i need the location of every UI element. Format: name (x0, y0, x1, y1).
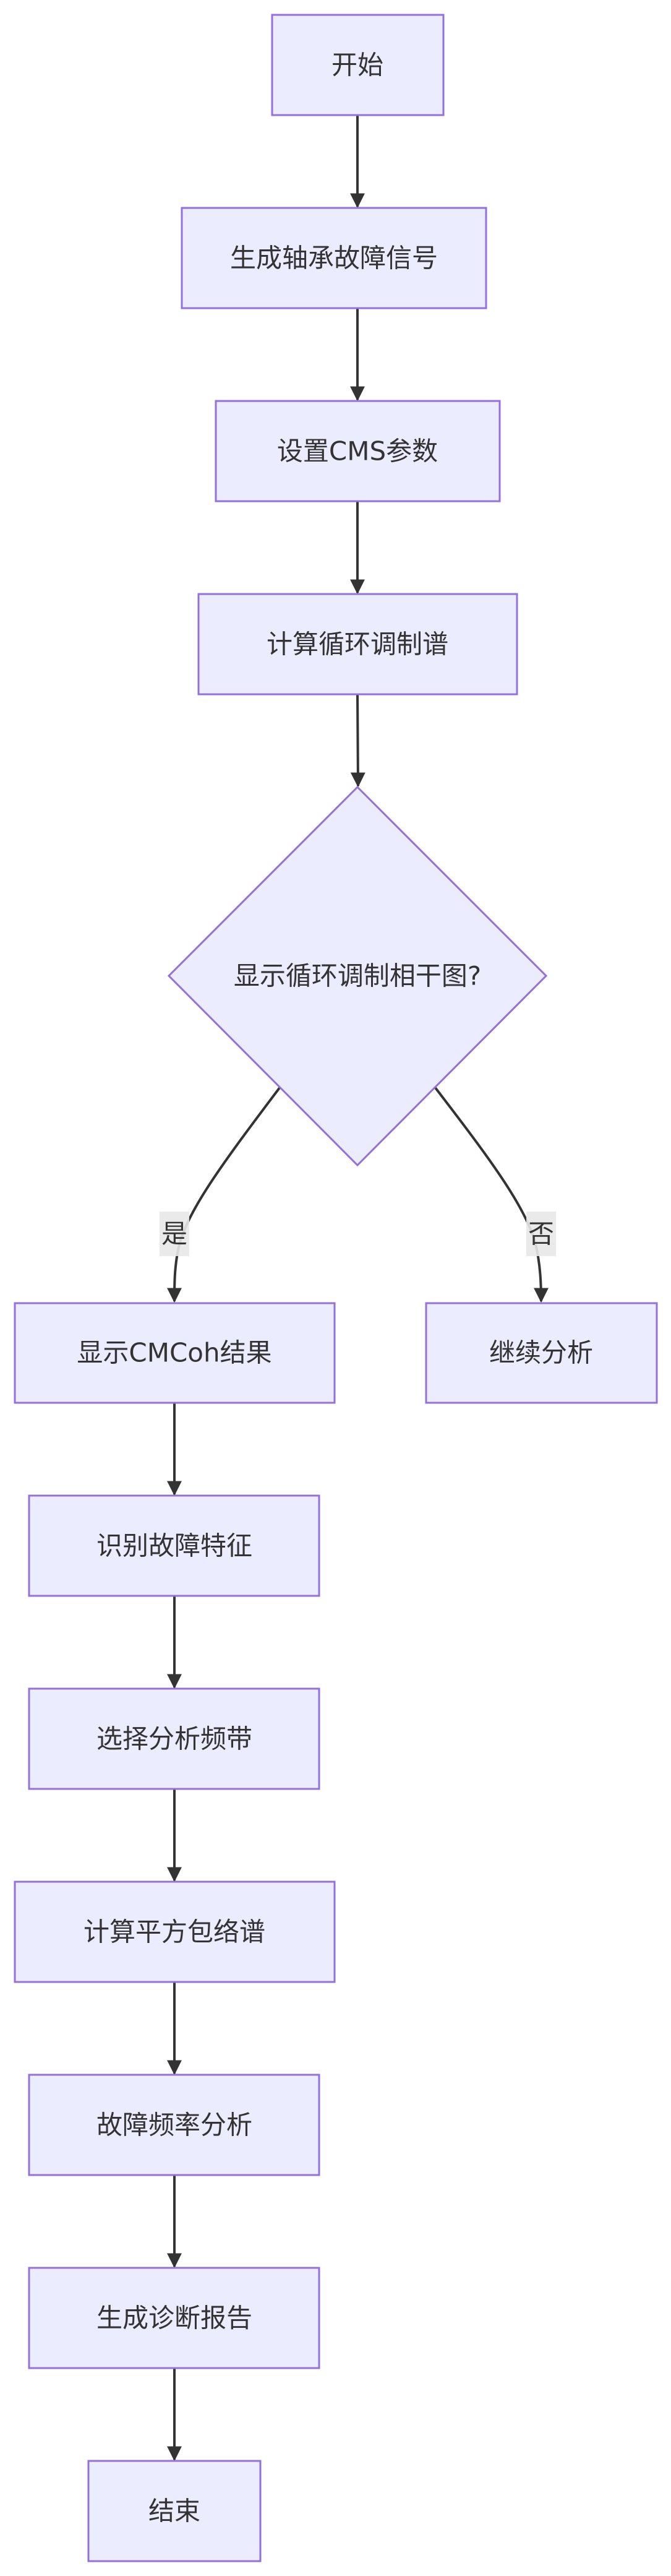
node-sq-env[interactable]: 计算平方包络谱 (14, 1880, 336, 1983)
node-continue[interactable]: 继续分析 (425, 1302, 658, 1404)
edge-label-no-text: 否 (528, 1219, 554, 1249)
edge-label-no: 否 (526, 1212, 556, 1256)
node-show-cmcoh-label: 显示CMCoh结果 (77, 1338, 271, 1368)
node-identify-label: 识别故障特征 (96, 1531, 252, 1561)
edge-label-yes-text: 是 (161, 1219, 187, 1249)
node-end[interactable]: 结束 (87, 2460, 262, 2562)
node-freq-analysis-label: 故障频率分析 (96, 2110, 252, 2140)
node-continue-label: 继续分析 (489, 1338, 593, 1368)
node-start[interactable]: 开始 (271, 14, 445, 116)
node-set-cms[interactable]: 设置CMS参数 (215, 400, 501, 502)
node-set-cms-label: 设置CMS参数 (277, 436, 438, 467)
node-freq-analysis[interactable]: 故障频率分析 (28, 2074, 320, 2176)
edge-decision-to-show-cmcoh (167, 1087, 281, 1303)
node-sq-env-label: 计算平方包络谱 (83, 1917, 265, 1947)
node-start-label: 开始 (331, 50, 383, 80)
node-end-label: 结束 (148, 2496, 200, 2526)
node-decision[interactable]: 显示循环调制相干图? (167, 785, 548, 1167)
edge-calc-cms-to-decision (350, 694, 365, 788)
node-decision-label: 显示循环调制相干图? (234, 961, 481, 991)
node-calc-cms[interactable]: 计算循环调制谱 (197, 593, 518, 696)
node-show-cmcoh[interactable]: 显示CMCoh结果 (14, 1302, 336, 1404)
node-gen-signal[interactable]: 生成轴承故障信号 (181, 207, 487, 309)
edge-label-yes: 是 (160, 1212, 189, 1256)
node-report[interactable]: 生成诊断报告 (28, 2267, 320, 2369)
node-identify[interactable]: 识别故障特征 (28, 1494, 320, 1597)
node-calc-cms-label: 计算循环调制谱 (267, 629, 448, 660)
node-select-band-label: 选择分析频带 (96, 1724, 252, 1754)
edge-decision-to-continue (434, 1087, 549, 1303)
node-gen-signal-label: 生成轴承故障信号 (230, 243, 438, 274)
node-select-band[interactable]: 选择分析频带 (28, 1687, 320, 1790)
node-report-label: 生成诊断报告 (96, 2303, 252, 2333)
